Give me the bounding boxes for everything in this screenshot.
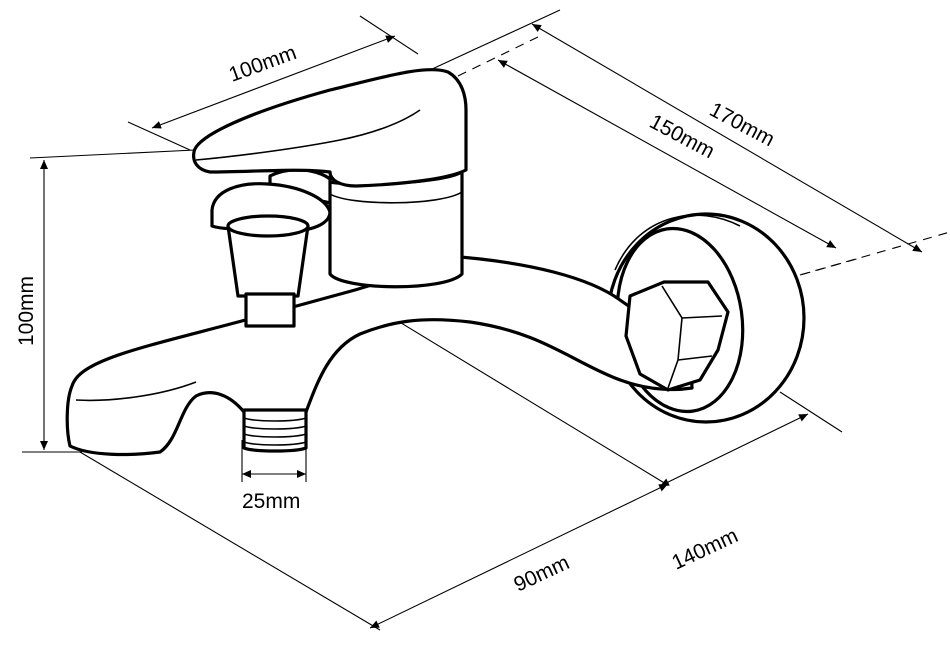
body-length-label: 140mm — [668, 524, 741, 574]
dimension-lines — [22, 9, 950, 631]
handle-length-label: 100mm — [226, 41, 300, 87]
body-length-dimension — [659, 413, 809, 487]
hex-nut — [624, 280, 730, 392]
faucet-drawing — [65, 68, 806, 457]
handle-length-dimension — [151, 35, 396, 129]
spout-reach-dimension — [369, 483, 669, 629]
outlet-width-label: 25mm — [242, 490, 300, 513]
outlet-thread — [242, 408, 308, 453]
spout-height-label: 100mm — [15, 276, 38, 346]
spout-reach-label: 90mm — [510, 551, 573, 597]
lever-handle — [192, 68, 468, 188]
inner-depth-dimension — [497, 59, 837, 249]
